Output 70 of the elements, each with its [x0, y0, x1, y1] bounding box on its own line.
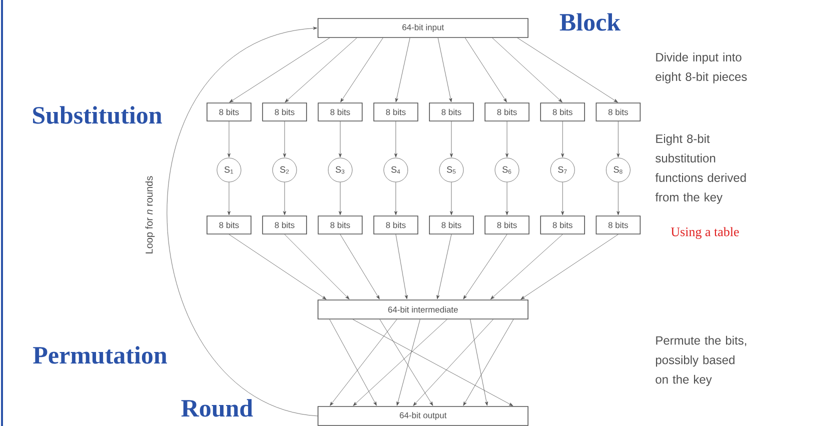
bits-box: 8 bits	[318, 102, 363, 122]
edge-label: Loop for n rounds	[145, 176, 155, 254]
arrow	[463, 319, 514, 406]
block-box: 64-bit input	[318, 18, 528, 38]
bits-box: 8 bits	[373, 102, 418, 122]
arrow	[394, 182, 398, 216]
arrow	[517, 38, 618, 102]
arrow	[396, 319, 420, 406]
section-title: Permutation	[33, 346, 167, 364]
bits-box: 8 bits	[262, 102, 307, 122]
arrow	[228, 234, 326, 300]
section-title: Substitution	[33, 106, 162, 124]
section-title: Round	[181, 399, 253, 417]
bits-box: 8 bits	[484, 102, 530, 122]
arrow	[413, 319, 494, 406]
note-text: Permute the bits, possibly based on the key	[656, 336, 746, 386]
bits-box: 8 bits	[429, 102, 474, 122]
bits-box: 8 bits	[318, 216, 363, 234]
arrow	[329, 319, 377, 406]
note-text: Eight 8-bit substitution functions derived from the key	[655, 134, 746, 204]
arrow	[438, 38, 452, 102]
arrow	[228, 182, 231, 216]
arrow	[450, 182, 453, 216]
arrow	[340, 38, 384, 102]
arrow	[436, 234, 452, 300]
arrow	[561, 182, 564, 216]
bits-box: 8 bits	[540, 102, 585, 122]
bits-box: 8 bits	[596, 102, 641, 122]
arrow	[464, 38, 507, 102]
note-text: Divide input into eight 8-bit pieces	[656, 52, 747, 84]
note-text: Using a table	[670, 227, 739, 239]
arrow	[561, 121, 564, 158]
arrow	[520, 234, 618, 300]
arrow	[492, 38, 562, 102]
bits-box: 8 bits	[596, 216, 641, 234]
arrow	[330, 319, 398, 406]
arrow	[229, 38, 330, 102]
bits-box: 8 bits	[429, 216, 474, 234]
block-box: 64-bit output	[318, 406, 528, 426]
arrow	[338, 121, 342, 158]
arrow	[616, 182, 620, 216]
arrow	[394, 121, 398, 158]
block-box: 64-bit intermediate	[318, 300, 528, 320]
arrow	[338, 182, 342, 216]
arrow	[340, 234, 380, 300]
arrow	[284, 38, 358, 102]
bits-box: 8 bits	[540, 216, 585, 234]
arrow	[463, 234, 508, 300]
arrow	[228, 121, 231, 158]
bits-box: 8 bits	[484, 216, 530, 234]
arrow	[506, 121, 508, 158]
arrow	[166, 26, 318, 416]
arrow	[470, 319, 488, 406]
arrow	[506, 182, 508, 216]
bits-box: 8 bits	[206, 102, 252, 122]
arrow	[284, 234, 350, 300]
arrow	[380, 319, 433, 406]
arrow	[396, 234, 408, 300]
arrow	[450, 121, 453, 158]
bits-box: 8 bits	[373, 216, 418, 234]
arrow	[283, 182, 286, 216]
arrow	[283, 121, 286, 158]
arrow	[353, 319, 448, 406]
section-title: Block	[560, 13, 621, 31]
bits-box: 8 bits	[262, 216, 307, 234]
arrow	[616, 121, 620, 158]
bits-box: 8 bits	[206, 216, 252, 234]
arrow	[395, 38, 410, 102]
arrow	[490, 234, 563, 300]
arrow	[352, 319, 514, 406]
